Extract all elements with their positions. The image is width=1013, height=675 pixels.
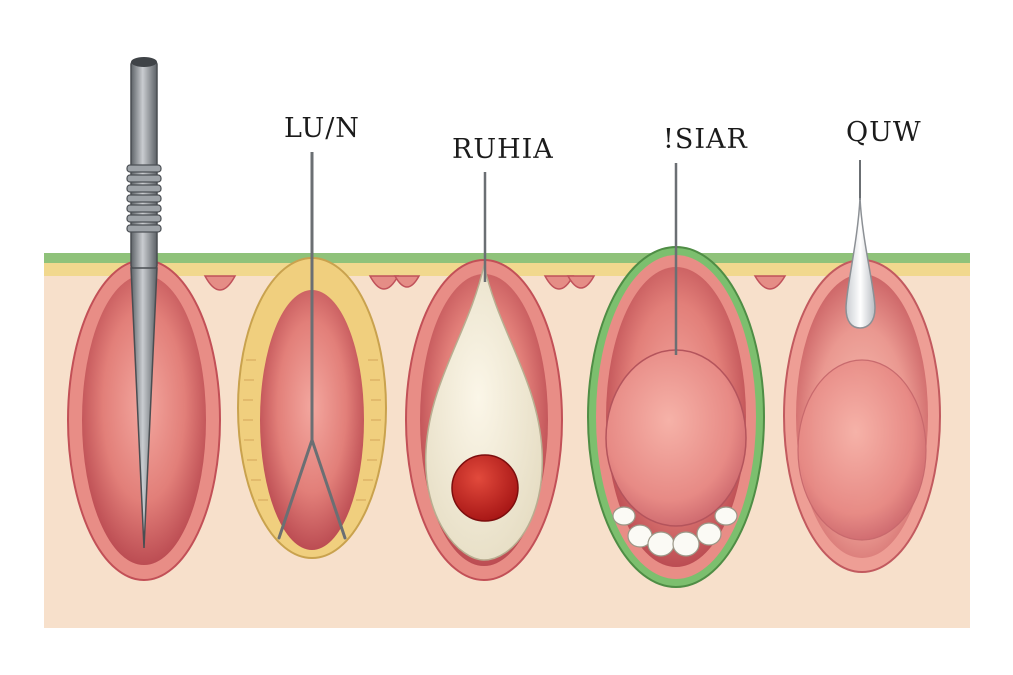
gum-bumps xyxy=(203,275,787,291)
panel-1 xyxy=(67,57,221,581)
panel-4: !SIAR xyxy=(587,124,765,588)
teeth-row xyxy=(612,506,738,557)
membrane-hatching xyxy=(243,359,381,501)
surface-green-layer xyxy=(44,253,970,263)
forceps-icon xyxy=(277,260,347,540)
label-panel-3: RUHIA xyxy=(452,134,554,165)
threaded-probe-icon xyxy=(126,57,162,549)
droplet-icon xyxy=(845,197,876,329)
panel-5: QUW xyxy=(783,117,941,573)
mass-5 xyxy=(797,359,927,541)
nodule-3 xyxy=(451,454,519,522)
label-panel-5: QUW xyxy=(846,117,922,148)
label-panel-2: LU/N xyxy=(284,113,360,144)
mass-4 xyxy=(605,349,747,527)
panel-3: RUHIA xyxy=(405,134,563,581)
panel-2: LU/N xyxy=(237,113,387,559)
label-panel-4: !SIAR xyxy=(663,124,748,155)
